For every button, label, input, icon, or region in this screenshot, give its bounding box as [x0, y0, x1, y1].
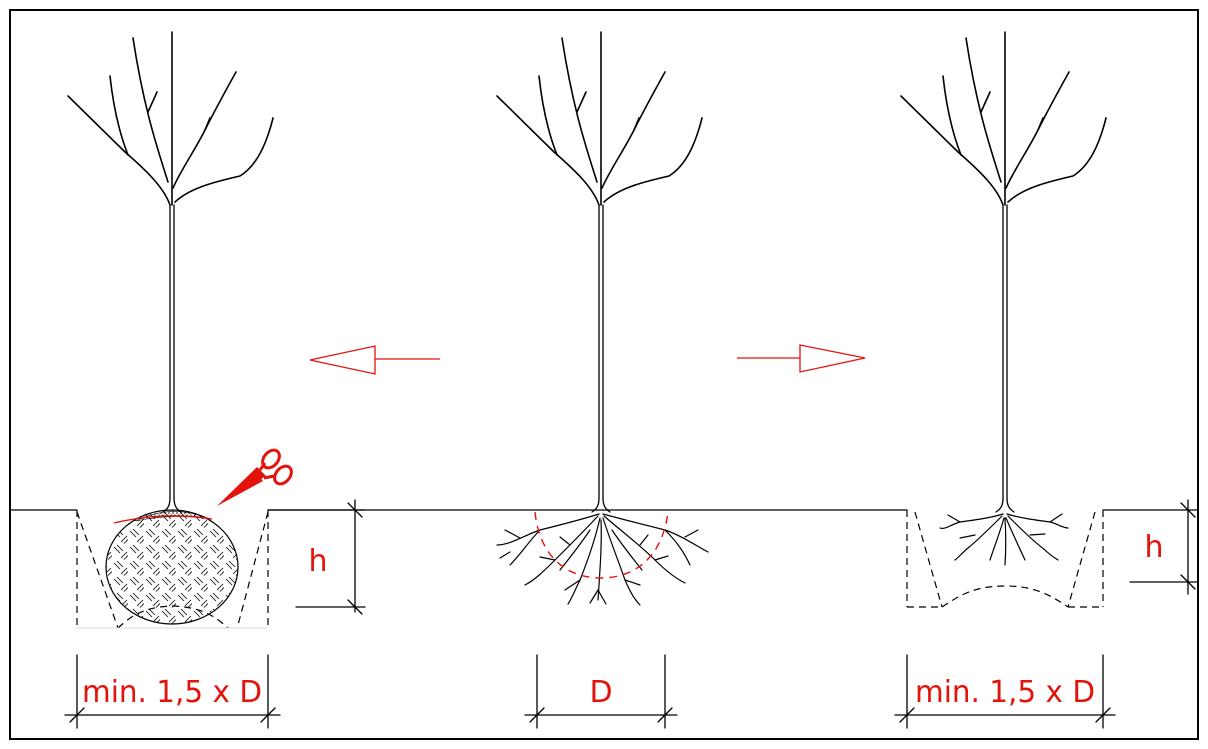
right-root-system [939, 513, 1069, 566]
scissors-icon [217, 448, 293, 506]
right-height-dimension [1129, 499, 1199, 595]
right-width-dimension [894, 654, 1116, 729]
left-width-label: min. 1,5 x D [82, 675, 262, 710]
drawing-frame [9, 9, 1199, 740]
arrow-left-icon [309, 345, 440, 375]
left-planting-pit [76, 510, 269, 629]
root-cut-circle [534, 511, 669, 579]
right-planting-pit [906, 510, 1104, 608]
root-ball [105, 509, 239, 625]
right-width-label: min. 1,5 x D [915, 675, 1095, 710]
left-width-dimension [64, 654, 281, 729]
cut-line [113, 515, 213, 524]
right-height-label: h [1144, 530, 1163, 565]
center-diameter-label: D [589, 675, 612, 710]
center-diameter-dimension [524, 654, 678, 729]
arrow-right-icon [737, 344, 866, 373]
left-height-label: h [308, 544, 327, 579]
left-height-dimension [267, 499, 366, 615]
